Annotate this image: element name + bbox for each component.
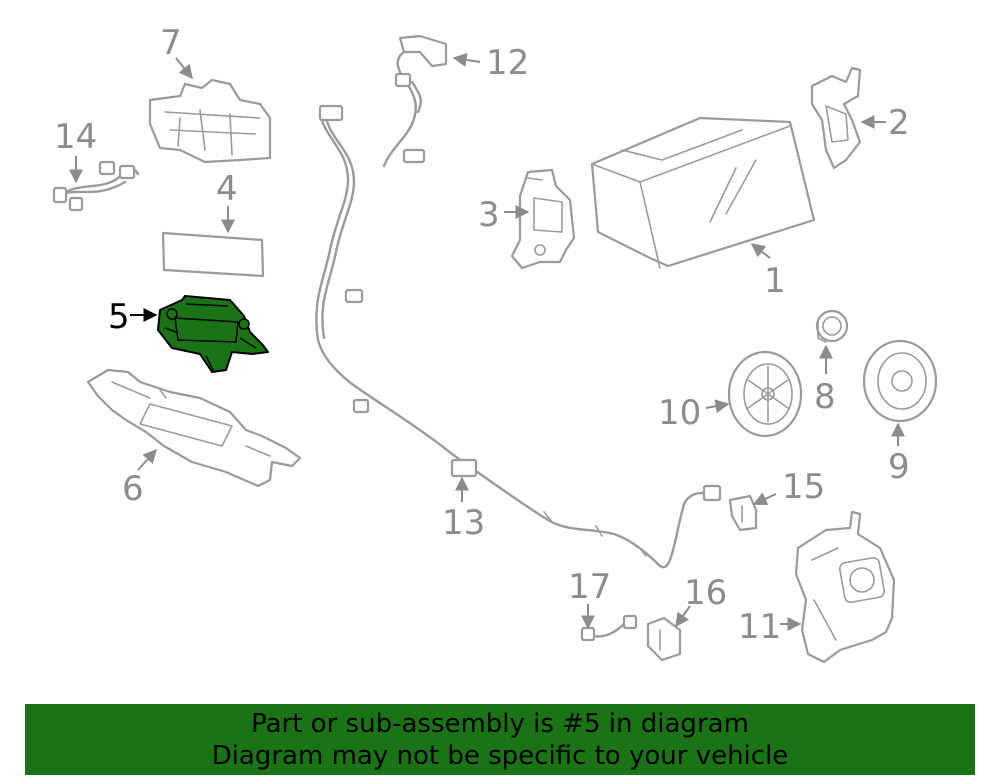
part-5-module <box>157 295 269 373</box>
callout-13: 13 <box>442 503 485 543</box>
callout-12: 12 <box>486 43 529 83</box>
part-1-display <box>590 116 816 269</box>
part-14-harness <box>52 160 140 212</box>
callout-16: 16 <box>684 573 727 613</box>
callout-5: 5 <box>108 297 130 337</box>
part-6-bracket <box>86 368 302 488</box>
callout-14: 14 <box>54 117 97 157</box>
callout-15: 15 <box>782 467 825 507</box>
callout-7: 7 <box>160 23 182 63</box>
notice-banner: Part or sub-assembly is #5 in diagram Di… <box>25 704 975 775</box>
callout-10: 10 <box>658 393 701 433</box>
part-9-speaker <box>862 339 938 423</box>
part-16-connector <box>646 616 682 662</box>
callout-3: 3 <box>478 195 500 235</box>
parts-diagram: 1 2 3 4 5 6 7 8 9 10 11 12 13 14 15 16 1… <box>52 23 938 664</box>
part-4-pad <box>161 231 265 278</box>
part-3-bracket <box>510 168 576 270</box>
callout-11: 11 <box>738 607 781 647</box>
leader-lines <box>69 52 905 631</box>
part-17-harness <box>580 614 638 642</box>
part-12-harness <box>382 34 448 168</box>
callout-8: 8 <box>814 377 836 417</box>
callout-17: 17 <box>568 567 611 607</box>
part-2-bracket <box>810 66 862 170</box>
callout-4: 4 <box>216 169 238 209</box>
callout-1: 1 <box>764 261 786 301</box>
part-7-bracket <box>148 78 272 164</box>
part-13-harness <box>315 104 722 569</box>
part-10-speaker <box>727 350 803 438</box>
callout-2: 2 <box>888 103 910 143</box>
notice-line-1: Part or sub-assembly is #5 in diagram <box>251 709 749 739</box>
callout-9: 9 <box>888 447 910 487</box>
part-15-connector <box>728 494 758 532</box>
notice-line-2: Diagram may not be specific to your vehi… <box>211 741 789 771</box>
callout-6: 6 <box>122 469 144 509</box>
part-11-subwoofer <box>794 510 896 664</box>
part-8-speaker <box>815 309 849 343</box>
